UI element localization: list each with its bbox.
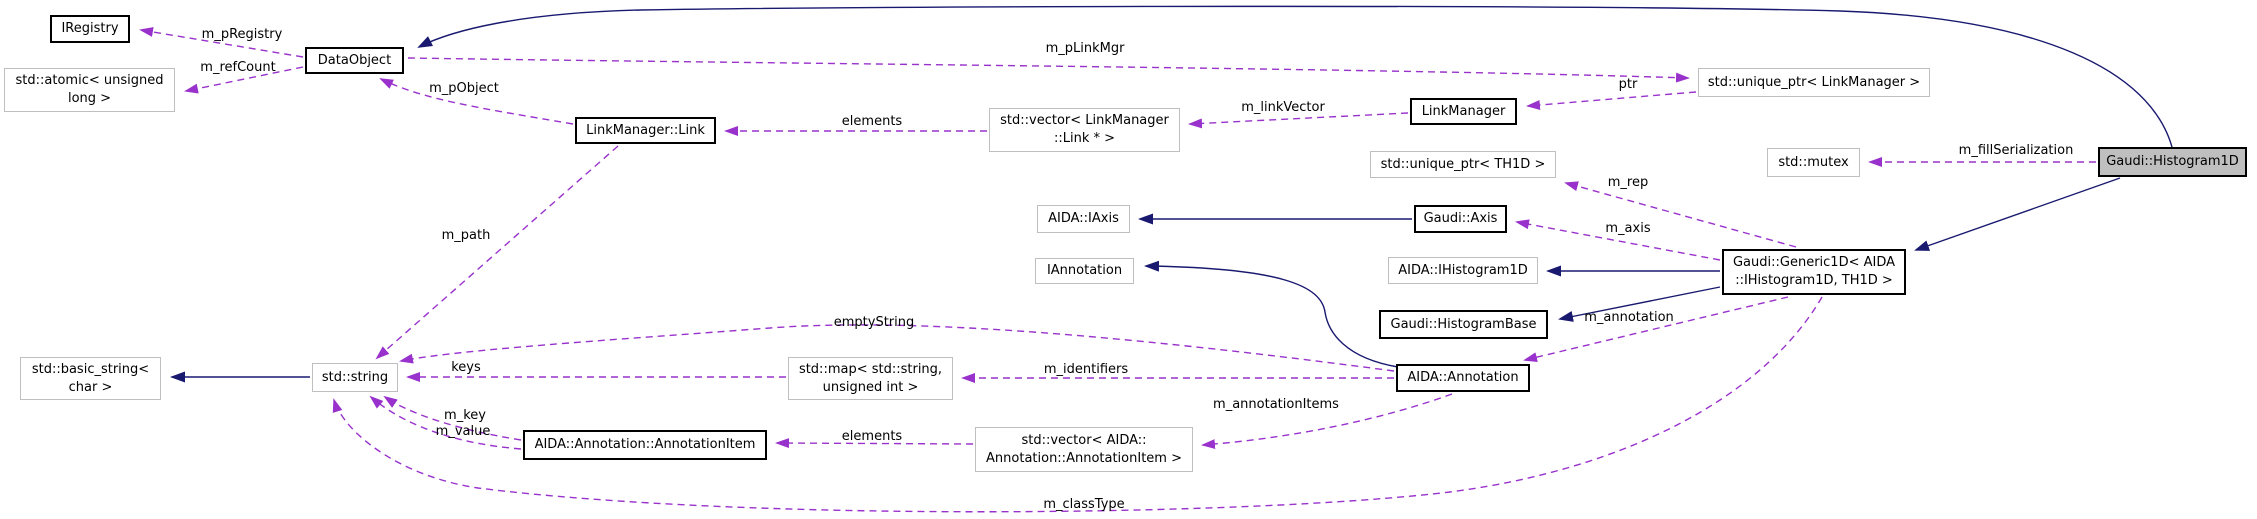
edge-gaudi-generic1d-to-gaudi-axis [1515, 219, 1721, 261]
node-label: std::atomic< unsigned [15, 73, 164, 88]
node-label: char > [68, 379, 113, 395]
node-std-string[interactable]: std::string [312, 363, 398, 392]
edge-gaudi-generic1d-to-gaudi-histogrambase [1558, 286, 1721, 322]
edge-annotation-item-to-std-string [383, 395, 522, 441]
node-label: std::mutex [1778, 154, 1849, 170]
node-gaudi-histogram1d[interactable]: Gaudi::Histogram1D [2098, 147, 2247, 177]
node-label: ::IHistogram1D, TH1D > [1735, 273, 1893, 288]
edge-aida-annotation-to-iannotation [1144, 260, 1399, 368]
edge-dataobject-to-std-atomic [184, 66, 304, 94]
node-label: Annotation::AnnotationItem > [986, 450, 1182, 466]
edge-linkmanager-link-to-std-string [375, 145, 619, 360]
node-label: AIDA::Annotation::AnnotationItem [534, 437, 756, 452]
node-std-mutex[interactable]: std::mutex [1767, 148, 1860, 177]
edge-gaudi-histogram1d-to-dataobject [417, 5, 2173, 148]
edge-gaudi-histogram1d-to-gaudi-generic1d [1914, 177, 2121, 251]
node-label: Gaudi::Axis [1423, 211, 1498, 226]
node-std-vector-annotationitem[interactable]: std::vector< AIDA::Annotation::Annotatio… [975, 427, 1193, 472]
edge-gaudi-generic1d-to-unique-ptr-th1d [1564, 181, 1797, 248]
node-unique-ptr-th1d[interactable]: std::unique_ptr< TH1D > [1370, 151, 1556, 178]
edge-gaudi-generic1d-to-aida-annotation [1523, 296, 1789, 363]
node-dataobject[interactable]: DataObject [305, 47, 404, 74]
edge-unique-ptr-linkmanager-to-linkmanager [1526, 91, 1697, 110]
node-label: std::unique_ptr< TH1D > [1380, 156, 1546, 172]
node-label: Gaudi::HistogramBase [1390, 316, 1537, 332]
node-std-map[interactable]: std::map< std::string,unsigned int > [788, 357, 953, 400]
edge-dataobject-to-unique-ptr-linkmanager [407, 57, 1690, 83]
node-label: AIDA::Annotation [1407, 370, 1519, 385]
node-std-vector-link[interactable]: std::vector< LinkManager::Link * > [989, 108, 1180, 152]
edge-linkmanager-to-std-vector-link [1188, 112, 1409, 129]
node-aida-ihistogram1d[interactable]: AIDA::IHistogram1D [1388, 257, 1538, 284]
node-label: unsigned int > [822, 379, 919, 395]
node-label: LinkManager [1421, 103, 1506, 119]
node-label: DataObject [317, 52, 392, 68]
node-std-basic-string[interactable]: std::basic_string<char > [20, 357, 161, 400]
edge-linkmanager-link-to-dataobject [379, 78, 574, 125]
node-aida-annotation[interactable]: AIDA::Annotation [1396, 364, 1530, 392]
edge-aida-annotation-to-std-string [399, 324, 1395, 372]
node-annotation-item[interactable]: AIDA::Annotation::AnnotationItem [523, 430, 767, 460]
node-label: std::string [321, 369, 389, 385]
node-linkmanager-link[interactable]: LinkManager::Link [575, 117, 716, 144]
node-label: AIDA::IAxis [1048, 211, 1119, 226]
edge-gaudi-generic1d-to-std-string [332, 296, 1823, 513]
edge-aida-annotation-to-std-vector-annotationitem [1201, 393, 1453, 450]
node-gaudi-axis[interactable]: Gaudi::Axis [1414, 205, 1507, 233]
node-unique-ptr-linkmanager[interactable]: std::unique_ptr< LinkManager > [1698, 68, 1930, 97]
node-linkmanager[interactable]: LinkManager [1410, 98, 1517, 125]
edge-annotation-item-to-std-string [369, 395, 522, 450]
node-gaudi-generic1d[interactable]: Gaudi::Generic1D< AIDA::IHistogram1D, TH… [1722, 249, 1906, 295]
node-gaudi-histogrambase[interactable]: Gaudi::HistogramBase [1379, 310, 1548, 339]
node-iregistry[interactable]: IRegistry [50, 15, 130, 43]
node-aida-iaxis[interactable]: AIDA::IAxis [1037, 205, 1130, 233]
node-label: Gaudi::Histogram1D [2106, 154, 2239, 169]
node-label: Gaudi::Generic1D< AIDA [1732, 255, 1896, 270]
node-label: ::Link * > [1053, 131, 1116, 146]
node-label: std::vector< AIDA:: [1021, 432, 1147, 448]
node-label: std::vector< LinkManager [1000, 113, 1169, 128]
node-label: std::map< std::string, [798, 361, 943, 377]
node-label: std::unique_ptr< LinkManager > [1707, 74, 1921, 90]
node-label: std::basic_string< [31, 361, 150, 377]
node-label: LinkManager::Link [586, 122, 705, 138]
edge-dataobject-to-iregistry [139, 27, 304, 58]
node-label: IRegistry [61, 21, 119, 36]
node-label: long > [67, 91, 112, 106]
node-label: IAnnotation [1046, 263, 1123, 278]
node-iannotation[interactable]: IAnnotation [1035, 258, 1134, 284]
edge-std-vector-annotationitem-to-annotation-item [775, 438, 974, 449]
node-label: AIDA::IHistogram1D [1398, 262, 1528, 278]
